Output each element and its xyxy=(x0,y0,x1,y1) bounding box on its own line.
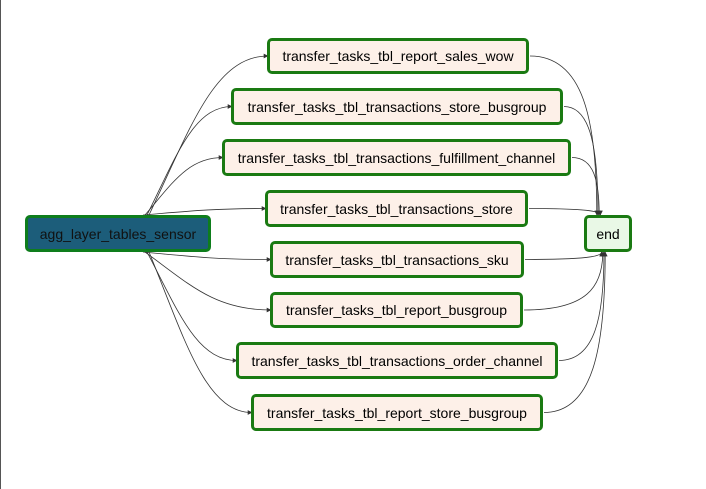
task-node-transactions-order-channel[interactable]: transfer_tasks_tbl_transactions_order_ch… xyxy=(236,342,558,379)
task-node-transactions-sku[interactable]: transfer_tasks_tbl_transactions_sku xyxy=(270,241,524,278)
edge-task-to-end xyxy=(563,106,601,216)
edge-sensor-to-task xyxy=(142,251,272,262)
edge-task-to-end xyxy=(524,251,604,260)
edge-sensor-to-task xyxy=(146,104,233,216)
edge-sensor-to-task xyxy=(142,206,267,216)
edge-task-to-end xyxy=(558,251,607,361)
edge-sensor-to-task xyxy=(148,53,269,216)
edge-sensor-to-task xyxy=(144,251,272,313)
edge-task-to-end xyxy=(523,251,606,311)
task-node-label: transfer_tasks_tbl_transactions_order_ch… xyxy=(251,352,543,369)
edge-sensor-to-task xyxy=(146,251,238,363)
task-node-transactions-store-busgroup[interactable]: transfer_tasks_tbl_transactions_store_bu… xyxy=(231,88,563,125)
task-node-transactions-store[interactable]: transfer_tasks_tbl_transactions_store xyxy=(265,190,528,227)
task-node-label: transfer_tasks_tbl_report_store_busgroup xyxy=(267,404,527,421)
edge-sensor-to-task xyxy=(148,251,253,415)
edge-sensor-to-task xyxy=(144,155,224,216)
task-node-label: transfer_tasks_tbl_transactions_store xyxy=(280,200,513,217)
task-node-label: transfer_tasks_tbl_transactions_sku xyxy=(285,251,509,268)
task-node-transactions-fulfillment-channel[interactable]: transfer_tasks_tbl_transactions_fulfillm… xyxy=(222,139,571,176)
task-node-label: transfer_tasks_tbl_report_sales_wow xyxy=(282,48,514,64)
edge-task-to-end xyxy=(571,157,602,216)
task-node-label: transfer_tasks_tbl_report_busgroup xyxy=(285,302,508,318)
edge-task-to-end xyxy=(528,208,603,216)
task-node-label: transfer_tasks_tbl_transactions_fulfillm… xyxy=(237,149,556,166)
sensor-node-label: agg_layer_tables_sensor xyxy=(39,225,197,242)
task-node-report-busgroup[interactable]: transfer_tasks_tbl_report_busgroup xyxy=(270,292,523,328)
edge-task-to-end xyxy=(543,251,608,413)
task-node-report-store-busgroup[interactable]: transfer_tasks_tbl_report_store_busgroup xyxy=(251,394,543,431)
edge-task-to-end xyxy=(529,55,600,216)
task-node-report-sales-wow[interactable]: transfer_tasks_tbl_report_sales_wow xyxy=(267,38,529,74)
end-node[interactable]: end xyxy=(584,215,632,252)
task-node-label: transfer_tasks_tbl_transactions_store_bu… xyxy=(247,98,547,115)
sensor-node[interactable]: agg_layer_tables_sensor xyxy=(25,215,211,252)
end-node-label: end xyxy=(596,225,620,242)
